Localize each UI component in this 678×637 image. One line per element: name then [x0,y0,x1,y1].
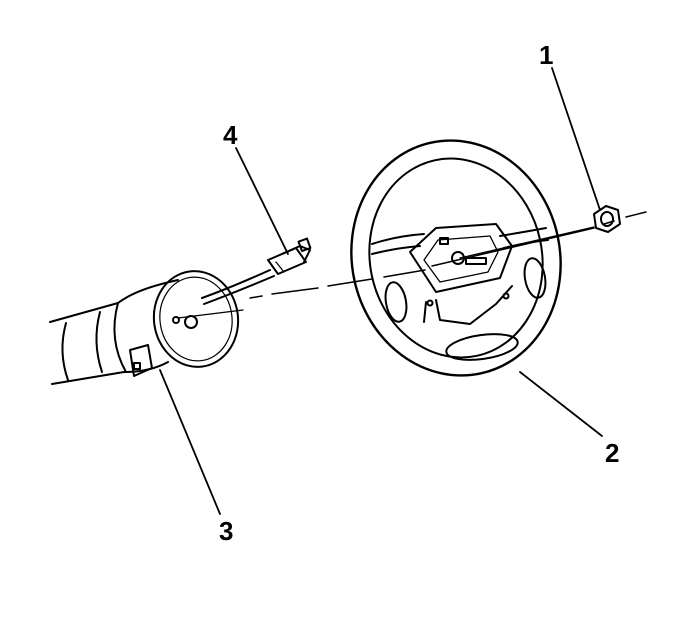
callout-2: 2 [605,438,620,468]
steering-wheel [350,139,595,377]
assembly-centerline [249,211,647,299]
steering-column [49,269,275,385]
callout-1: 1 [539,40,554,70]
callout-3: 3 [219,516,234,546]
callout-leader-lines [159,67,603,515]
wiring-connector [267,237,312,275]
retaining-nut [593,205,621,233]
callout-4: 4 [223,120,238,150]
